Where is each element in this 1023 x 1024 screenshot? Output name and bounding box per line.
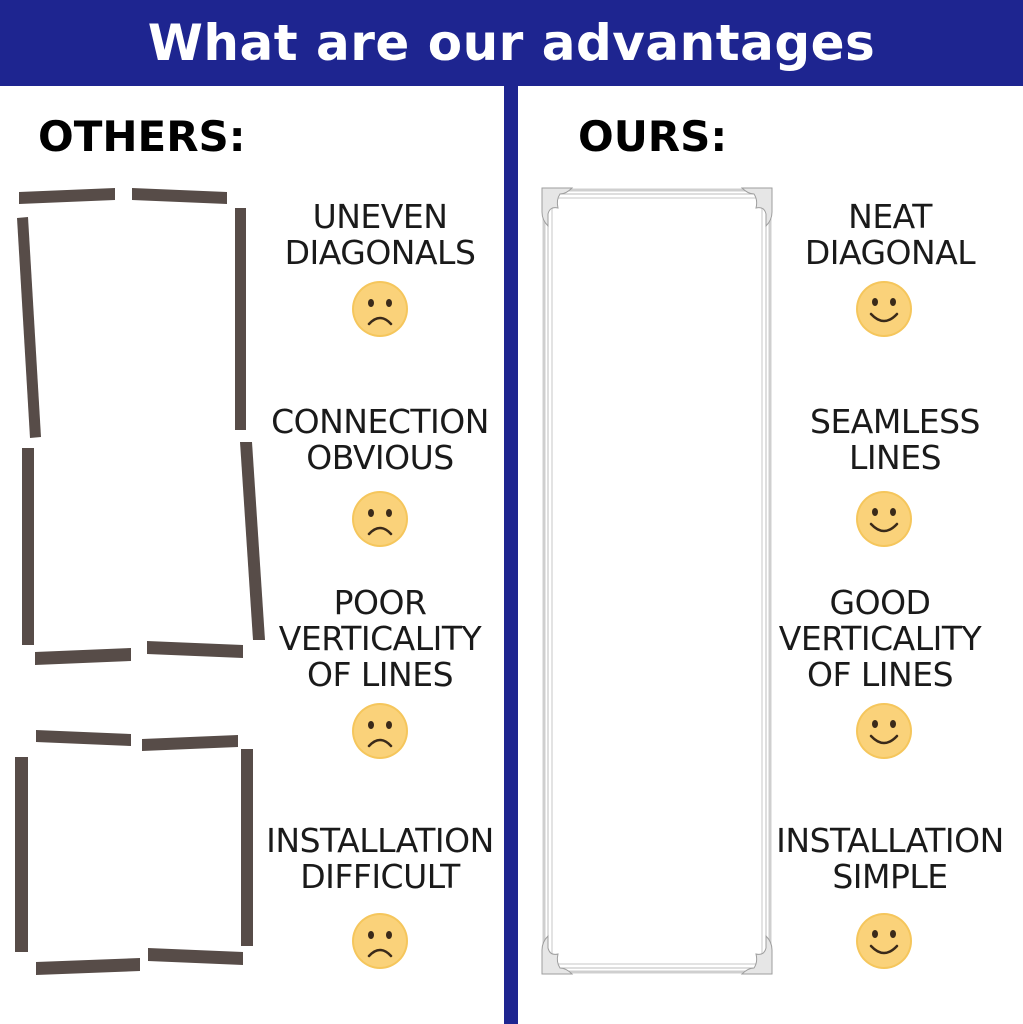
sad-face-icon xyxy=(352,491,408,547)
moulding-bar xyxy=(17,217,41,438)
page-title: What are our advantages xyxy=(147,14,876,72)
moulding-bar xyxy=(240,442,265,640)
moulding-bar xyxy=(15,757,28,952)
moulding-bar xyxy=(22,448,34,645)
moulding-bar xyxy=(35,648,131,665)
happy-face-icon xyxy=(856,281,912,337)
feature-text: DIAGONALS xyxy=(284,233,476,272)
moulding-bar xyxy=(142,735,238,751)
neat-frame-illustration xyxy=(541,187,773,975)
others-feature-connection-obvious: CONNECTION OBVIOUS xyxy=(250,404,510,476)
feature-text: INSTALLATION xyxy=(776,821,1004,860)
moulding-bar xyxy=(132,188,227,204)
feature-text: SIMPLE xyxy=(832,857,948,896)
moulding-bar xyxy=(36,958,140,975)
others-heading: OTHERS: xyxy=(38,112,246,161)
ours-feature-neat-diagonal: NEAT DIAGONAL xyxy=(760,199,1020,271)
ornament-corner-icon xyxy=(740,934,773,975)
feature-text: NEAT xyxy=(848,197,932,236)
sad-face-icon xyxy=(352,703,408,759)
others-feature-installation-difficult: INSTALLATION DIFFICULT xyxy=(250,823,510,895)
happy-face-icon xyxy=(856,913,912,969)
feature-text: LINES xyxy=(848,438,942,477)
ornament-corner-icon xyxy=(740,187,773,228)
column-divider xyxy=(504,86,518,1024)
moulding-bar xyxy=(147,641,243,658)
feature-text: UNEVEN xyxy=(312,197,448,236)
feature-text: SEAMLESS xyxy=(810,402,980,441)
ours-feature-installation-simple: INSTALLATION SIMPLE xyxy=(760,823,1020,895)
feature-text: POOR xyxy=(333,583,427,622)
feature-text: OBVIOUS xyxy=(306,438,454,477)
feature-text: VERTICALITY xyxy=(778,619,982,658)
sad-face-icon xyxy=(352,913,408,969)
feature-text: OF LINES xyxy=(306,655,454,694)
feature-text: OF LINES xyxy=(806,655,954,694)
feature-text: DIAGONAL xyxy=(804,233,976,272)
moulding-bar xyxy=(19,188,115,204)
header-banner: What are our advantages xyxy=(0,0,1023,86)
feature-text: DIFFICULT xyxy=(300,857,460,896)
feature-text: CONNECTION xyxy=(271,402,489,441)
sad-face-icon xyxy=(352,281,408,337)
ours-feature-good-verticality: GOOD VERTICALITY OF LINES xyxy=(750,585,1010,693)
ours-heading: OURS: xyxy=(578,112,728,161)
ornament-corner-icon xyxy=(541,187,574,228)
feature-text: INSTALLATION xyxy=(266,821,494,860)
moulding-bar xyxy=(241,749,253,946)
ornament-corner-icon xyxy=(541,934,574,975)
moulding-bar xyxy=(148,948,243,965)
others-feature-poor-verticality: POOR VERTICALITY OF LINES xyxy=(250,585,510,693)
happy-face-icon xyxy=(856,703,912,759)
feature-text: GOOD xyxy=(829,583,931,622)
ours-feature-seamless-lines: SEAMLESS LINES xyxy=(765,404,1023,476)
feature-text: VERTICALITY xyxy=(278,619,482,658)
moulding-bar xyxy=(36,730,131,746)
moulding-bar xyxy=(235,208,246,430)
happy-face-icon xyxy=(856,491,912,547)
others-feature-uneven-diagonals: UNEVEN DIAGONALS xyxy=(250,199,510,271)
